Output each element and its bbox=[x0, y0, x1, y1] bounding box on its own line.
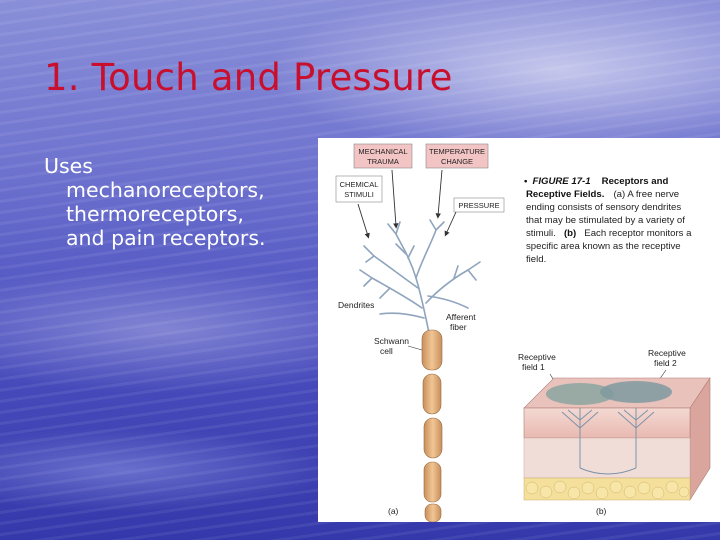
svg-text:specific area known as the rec: specific area known as the receptive bbox=[526, 241, 681, 252]
schwann-cell-chain bbox=[421, 329, 443, 522]
skin-cross-section bbox=[523, 377, 711, 502]
svg-text:MECHANICAL: MECHANICAL bbox=[358, 147, 407, 156]
svg-text:stimuli. (b) E: stimuli. (b) Each receptor monitors a bbox=[526, 221, 692, 240]
label-panel-b: (b) bbox=[596, 506, 607, 516]
stimulus-arrows bbox=[357, 169, 457, 239]
body-line: Uses bbox=[44, 154, 93, 178]
figure-caption: • FIGURE 17-1 Receptors and Receptive Fi… bbox=[524, 169, 692, 265]
label-schwann-1: Schwann bbox=[374, 336, 409, 346]
label-field1-1: Receptive bbox=[518, 352, 556, 362]
stimulus-box-mechanical: MECHANICAL TRAUMA bbox=[353, 143, 413, 169]
label-afferent-2: fiber bbox=[450, 322, 467, 332]
svg-text:TRAUMA: TRAUMA bbox=[367, 157, 399, 166]
receptor-figure: MECHANICAL TRAUMA TEMPERATURE CHANGE CHE… bbox=[318, 138, 720, 522]
svg-text:Receptive Fields. (a): Receptive Fields. (a) A free nerve bbox=[526, 182, 679, 201]
stimulus-box-chemical: CHEMICAL STIMULI bbox=[335, 175, 383, 203]
label-field1-2: field 1 bbox=[522, 362, 545, 372]
label-dendrites: Dendrites bbox=[338, 300, 374, 310]
body-line: mechanoreceptors, bbox=[66, 178, 265, 202]
stimulus-box-temperature: TEMPERATURE CHANGE bbox=[425, 143, 489, 169]
svg-text:• FIGURE 17-1: • FIGURE 17-1 Receptors and bbox=[524, 169, 668, 188]
label-field2-1: Receptive bbox=[648, 348, 686, 358]
slide-title: 1. Touch and Pressure bbox=[44, 56, 453, 99]
label-afferent-1: Afferent bbox=[446, 312, 476, 322]
label-panel-a: (a) bbox=[388, 506, 399, 516]
body-text: Uses mechanoreceptors, thermoreceptors, … bbox=[44, 154, 314, 250]
label-field2-2: field 2 bbox=[654, 358, 677, 368]
label-schwann-2: cell bbox=[380, 346, 393, 356]
svg-text:ending consists of sensory den: ending consists of sensory dendrites bbox=[526, 202, 681, 213]
svg-text:that may be stimulated by a va: that may be stimulated by a variety of bbox=[526, 215, 685, 226]
stimulus-box-pressure: PRESSURE bbox=[453, 197, 505, 213]
body-line: thermoreceptors, bbox=[66, 202, 244, 226]
svg-text:PRESSURE: PRESSURE bbox=[458, 201, 499, 210]
receptor-illustration: MECHANICAL TRAUMA TEMPERATURE CHANGE CHE… bbox=[335, 143, 711, 522]
svg-text:CHEMICAL: CHEMICAL bbox=[340, 180, 379, 189]
svg-text:CHANGE: CHANGE bbox=[441, 157, 473, 166]
body-line: and pain receptors. bbox=[66, 226, 266, 250]
svg-text:field.: field. bbox=[526, 254, 546, 265]
svg-text:TEMPERATURE: TEMPERATURE bbox=[429, 147, 485, 156]
svg-text:STIMULI: STIMULI bbox=[344, 190, 374, 199]
